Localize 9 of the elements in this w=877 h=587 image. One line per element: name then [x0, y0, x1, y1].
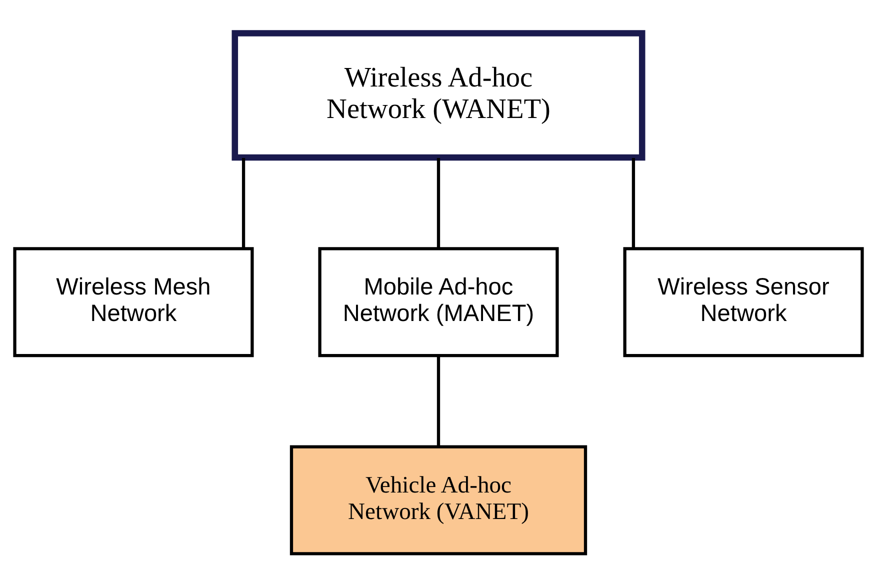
connector	[436, 356, 440, 447]
node-box: Wireless Mesh Network	[13, 247, 254, 358]
connector	[242, 158, 246, 248]
connector	[632, 158, 636, 248]
connector	[436, 158, 440, 248]
node-box: Wireless Ad-hoc Network (WANET)	[232, 30, 646, 161]
node-box: Wireless Sensor Network	[623, 247, 864, 358]
node-box: Mobile Ad-hoc Network (MANET)	[318, 247, 559, 358]
node-box: Vehicle Ad-hoc Network (VANET)	[290, 445, 588, 556]
